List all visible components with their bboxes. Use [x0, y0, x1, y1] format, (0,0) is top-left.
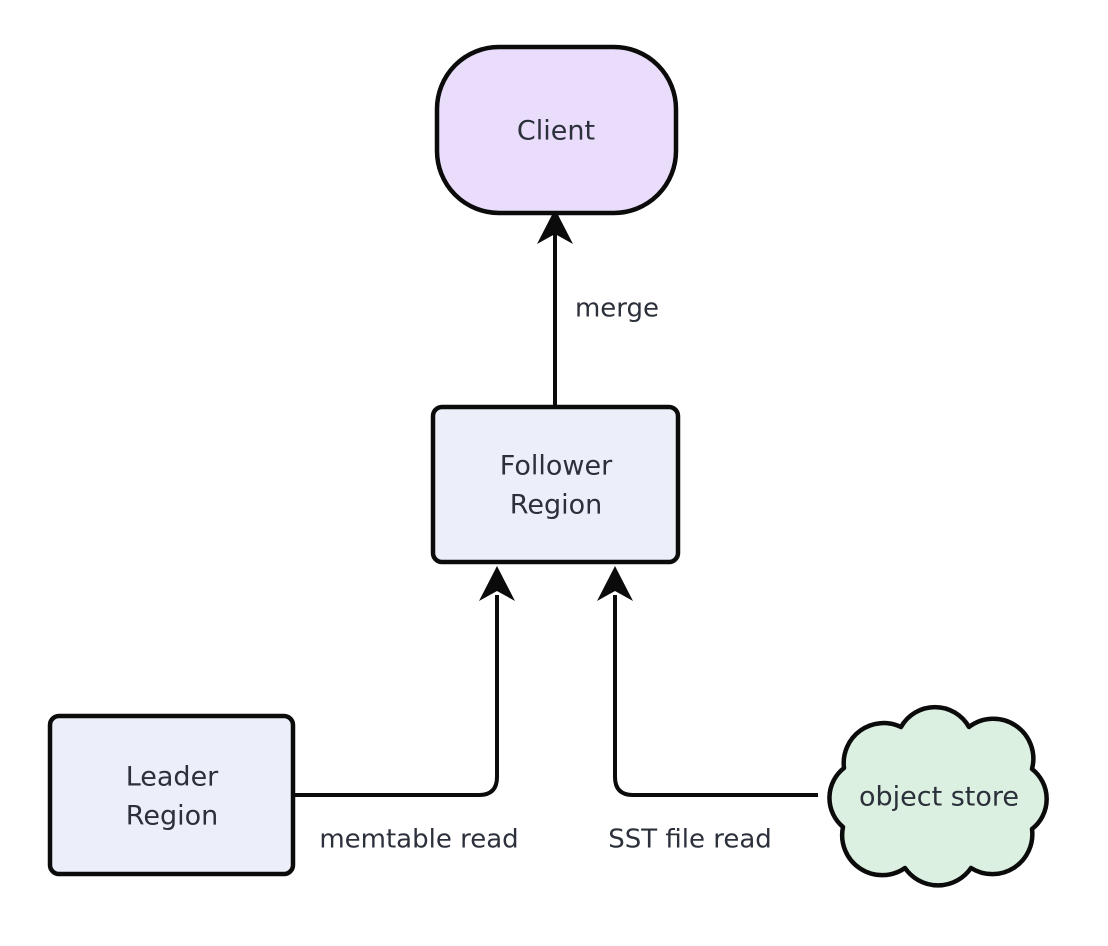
client-node-label: Client: [517, 116, 595, 147]
edge-merge-arrowhead: [537, 209, 573, 244]
edge-memtable-read-arrowhead: [479, 566, 515, 601]
edge-label-merge: merge: [575, 294, 659, 324]
node-client[interactable]: Client: [434, 44, 679, 216]
edge-label-sst-file-read: SST file read: [608, 825, 772, 855]
edge-label-memtable-read-group: memtable read: [319, 825, 518, 855]
node-leader-region[interactable]: Leader Region: [47, 713, 296, 877]
edge-label-sst-file-read-group: SST file read: [608, 825, 772, 855]
edge-sst-file-read-arrowhead: [597, 566, 633, 601]
node-object-store[interactable]: object store: [827, 704, 1049, 888]
edge-sst-file-read[interactable]: [597, 566, 818, 797]
node-follower-region[interactable]: Follower Region: [430, 404, 681, 565]
edge-label-merge-group: merge: [575, 294, 659, 324]
leader-region-node-label-line1: Leader: [126, 762, 219, 793]
leader-region-node-shape: [47, 713, 296, 877]
edge-label-memtable-read: memtable read: [319, 825, 518, 855]
follower-region-node-label-line1: Follower: [500, 451, 613, 482]
edge-sst-file-read-line: [613, 595, 818, 797]
edge-merge[interactable]: [537, 209, 573, 407]
object-store-node-shape: [827, 704, 1049, 888]
object-store-node-label: object store: [859, 782, 1019, 813]
follower-region-node-shape: [430, 404, 681, 565]
edge-memtable-read-line: [293, 595, 499, 797]
leader-region-node-label-line2: Region: [126, 801, 218, 832]
client-node-shape: [434, 44, 679, 216]
follower-region-node-label-line2: Region: [510, 490, 602, 521]
edge-memtable-read[interactable]: [293, 566, 515, 797]
